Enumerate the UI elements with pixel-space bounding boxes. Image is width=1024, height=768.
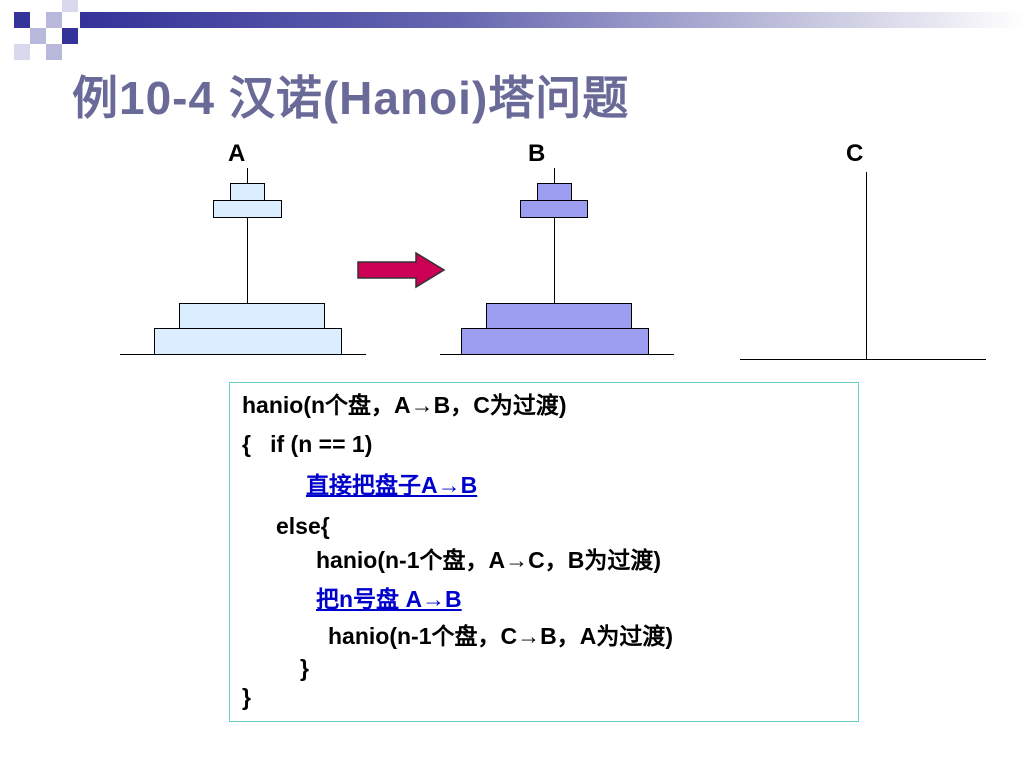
peg-a-pole xyxy=(247,168,248,354)
peg-c-pole xyxy=(866,172,867,359)
peg-b-disk-2 xyxy=(520,200,588,218)
corner-square-5 xyxy=(62,28,78,44)
corner-square-7 xyxy=(46,44,62,60)
corner-square-6 xyxy=(14,44,30,60)
peg-label-c: C xyxy=(846,140,864,167)
code-line-2: { if (n == 1) xyxy=(242,431,373,457)
corner-square-1 xyxy=(14,12,30,28)
code-line-9: } xyxy=(242,684,251,710)
peg-label-b: B xyxy=(528,140,546,167)
slide-title: 例10-4 汉诺(Hanoi)塔问题 xyxy=(72,72,630,124)
peg-b-pole xyxy=(554,168,555,354)
peg-c-base xyxy=(740,359,986,360)
code-line-3[interactable]: 直接把盘子A→B xyxy=(306,472,478,498)
peg-b-disk-3 xyxy=(486,303,632,329)
pseudocode-box xyxy=(229,382,859,722)
peg-label-a: A xyxy=(228,140,246,167)
peg-a-disk-2 xyxy=(213,200,282,218)
code-line-8: } xyxy=(300,655,309,681)
code-line-4: else{ xyxy=(276,513,330,539)
code-line-5: hanio(n-1个盘，A→C，B为过渡) xyxy=(316,547,661,573)
right-arrow-icon xyxy=(357,251,446,289)
peg-a-disk-3 xyxy=(179,303,325,329)
peg-a-disk-4 xyxy=(154,328,342,355)
peg-b-disk-1 xyxy=(537,183,572,201)
title-accent-bar xyxy=(80,12,1024,28)
peg-b-disk-4 xyxy=(461,328,649,355)
corner-square-2 xyxy=(46,12,62,28)
peg-a-disk-1 xyxy=(230,183,265,201)
code-line-6[interactable]: 把n号盘 A→B xyxy=(316,586,462,612)
code-line-1: hanio(n个盘，A→B，C为过渡) xyxy=(242,392,567,418)
corner-square-4 xyxy=(30,28,46,44)
code-line-7: hanio(n-1个盘，C→B，A为过渡) xyxy=(328,623,673,649)
corner-square-3 xyxy=(62,0,78,12)
